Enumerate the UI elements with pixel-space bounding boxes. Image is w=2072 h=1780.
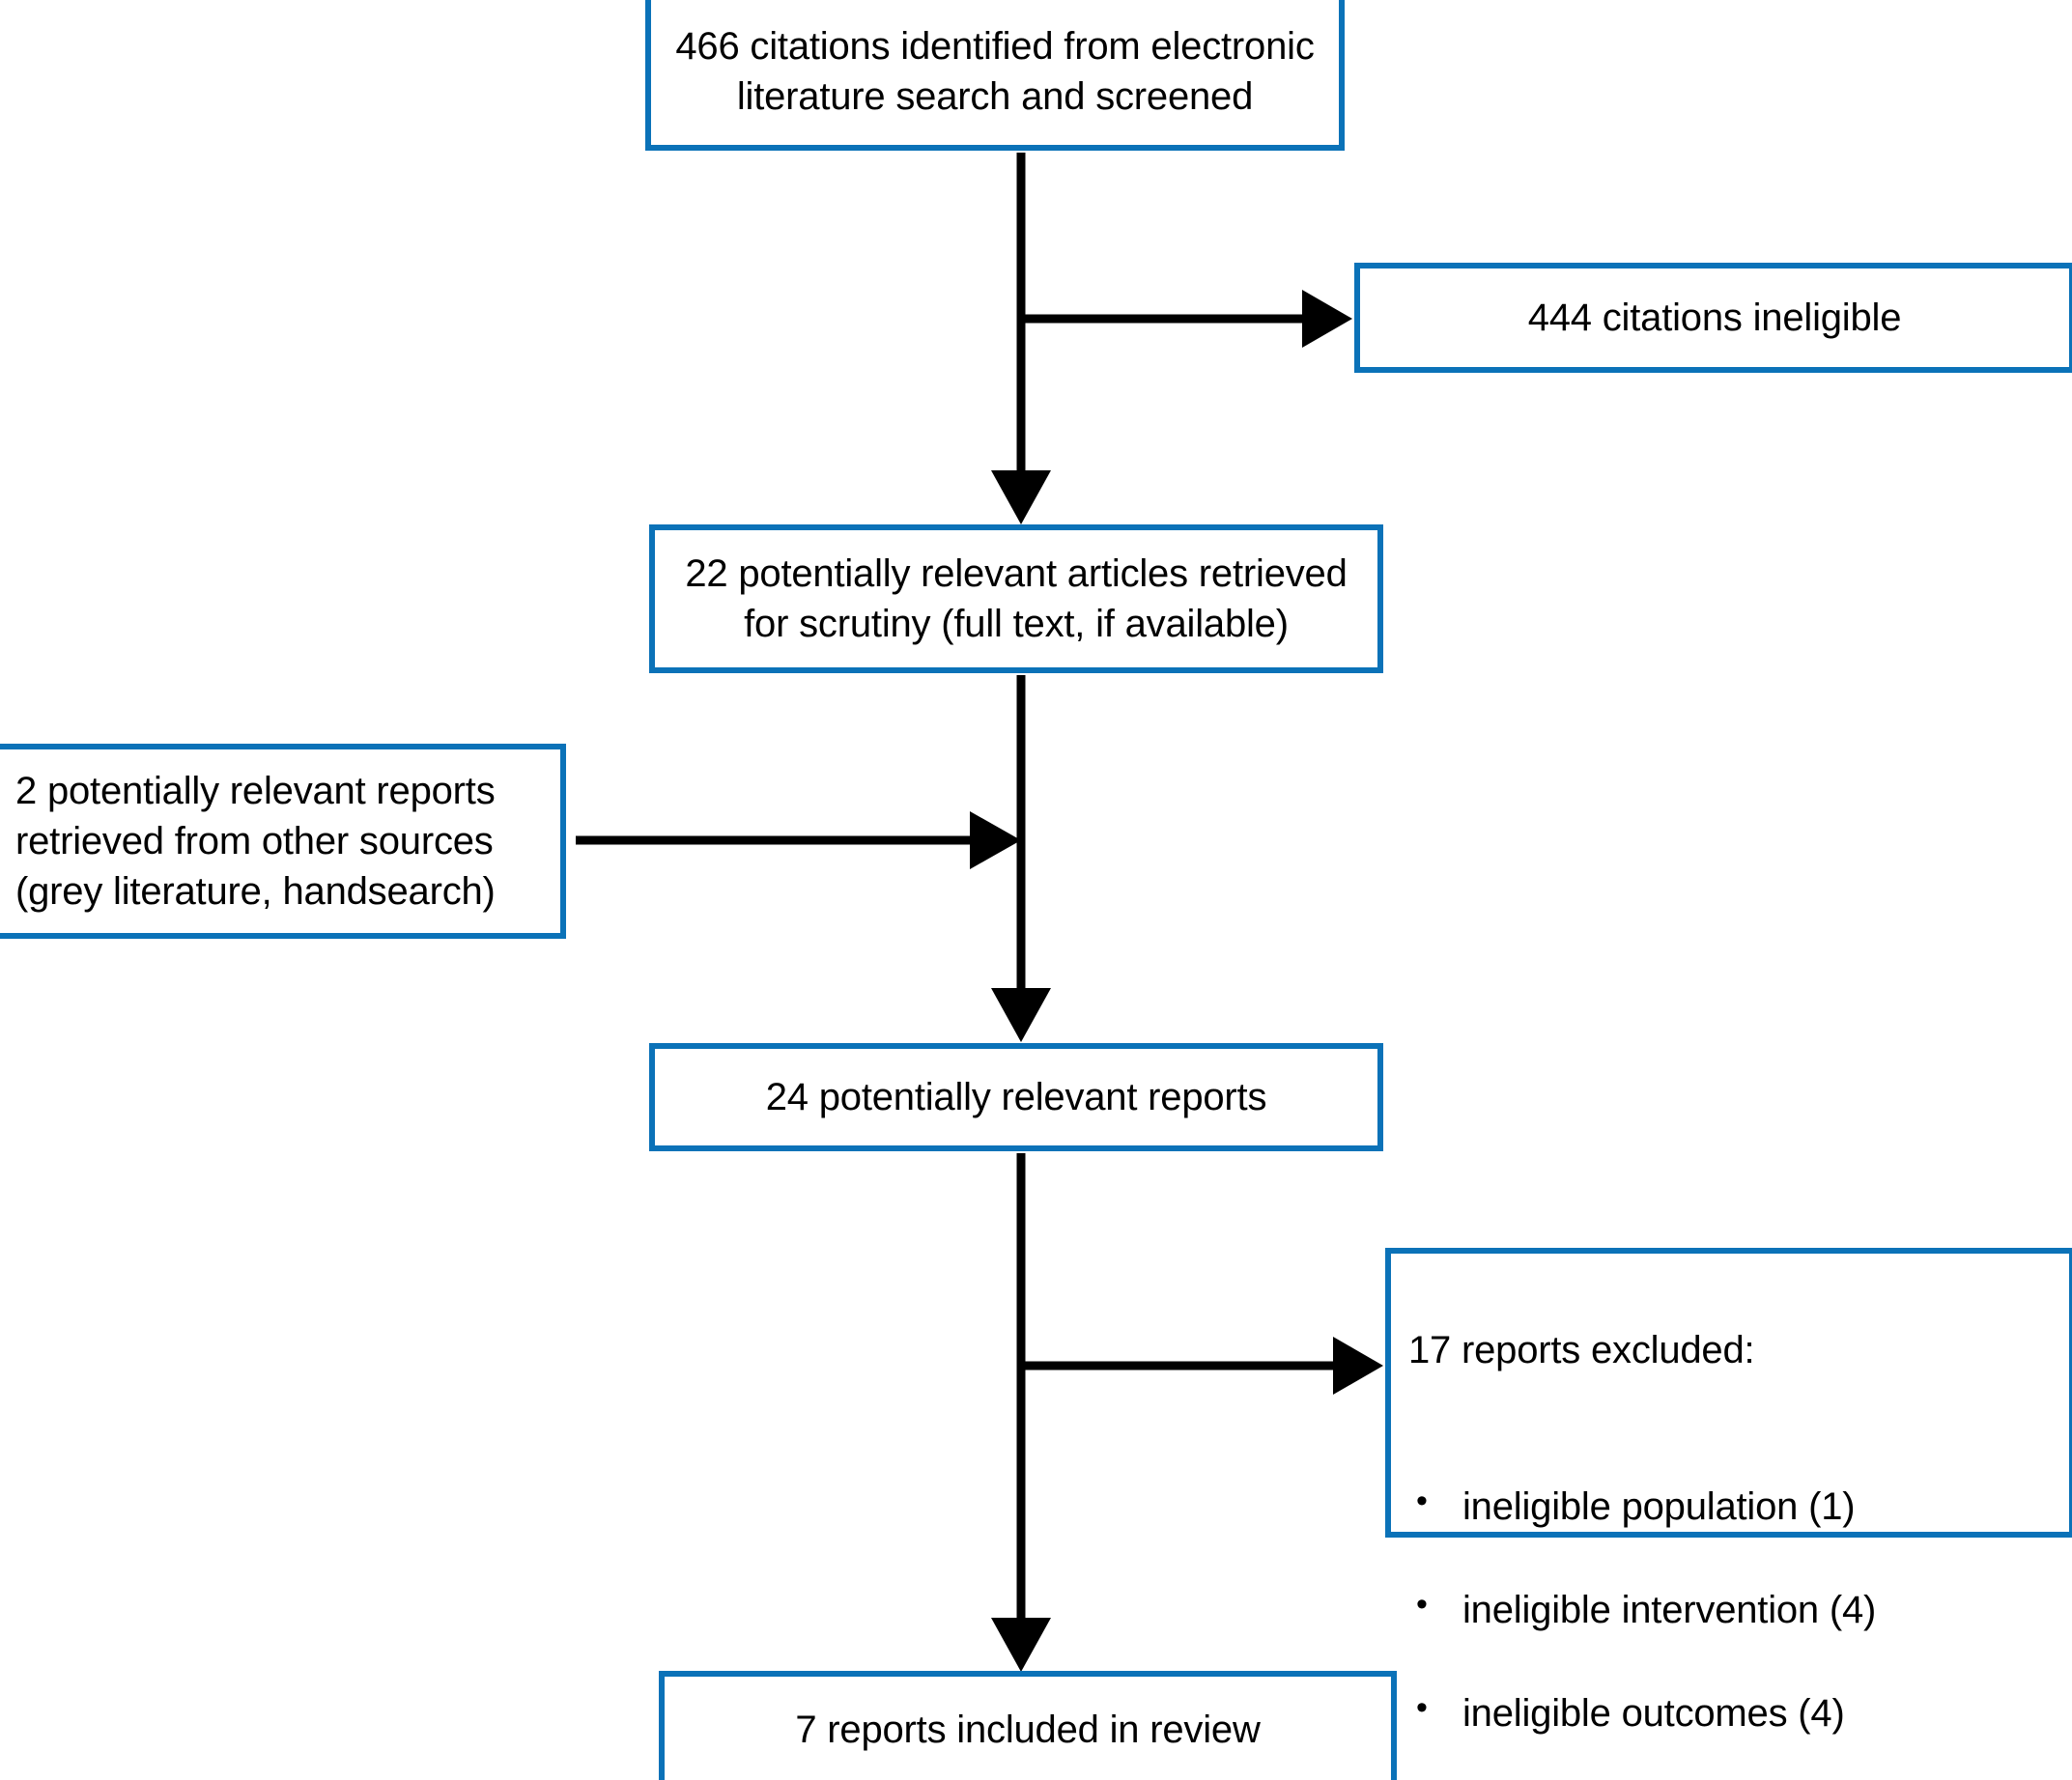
excluded-heading: 17 reports excluded: — [1408, 1329, 1755, 1371]
box-potentially-relevant-reports-text: 24 potentially relevant reports — [765, 1076, 1267, 1118]
box-citations-identified-text: 466 citations identified from electronic… — [675, 25, 1315, 118]
list-item: • ineligible outcomes (4) — [1408, 1688, 2052, 1738]
bullet-icon: • — [1416, 1689, 1428, 1726]
box-reports-included: 7 reports included in review — [659, 1671, 1397, 1780]
box-articles-retrieved: 22 potentially relevant articles retriev… — [649, 524, 1383, 673]
box-reports-other-sources: 2 potentially relevant reports retrieved… — [0, 744, 566, 939]
connector-other-sources-to-trunk — [576, 811, 1021, 869]
connector-relevant-to-included — [991, 1153, 1051, 1672]
box-reports-excluded-body: 17 reports excluded: • ineligible popula… — [1391, 1275, 2069, 1780]
box-reports-included-text: 7 reports included in review — [795, 1708, 1261, 1751]
box-potentially-relevant-reports: 24 potentially relevant reports — [649, 1043, 1383, 1151]
connector-relevant-to-excluded — [1021, 1337, 1383, 1395]
box-reports-other-sources-text: 2 potentially relevant reports retrieved… — [15, 770, 496, 913]
excluded-reason-list: • ineligible population (1) • ineligible… — [1408, 1431, 2052, 1780]
bullet-icon: • — [1416, 1586, 1428, 1623]
connector-retrieved-to-relevant — [991, 675, 1051, 1042]
box-citations-ineligible-text: 444 citations ineligible — [1527, 297, 1902, 339]
box-citations-identified: 466 citations identified from electronic… — [645, 0, 1345, 151]
connector-identified-to-ineligible — [1021, 290, 1352, 348]
box-articles-retrieved-text: 22 potentially relevant articles retriev… — [685, 552, 1348, 645]
bullet-icon: • — [1416, 1483, 1428, 1519]
connector-identified-to-retrieved — [991, 153, 1051, 524]
list-item: • ineligible population (1) — [1408, 1482, 2052, 1532]
box-reports-excluded: 17 reports excluded: • ineligible popula… — [1385, 1248, 2072, 1735]
excluded-reason-label: ineligible population (1) — [1462, 1485, 1856, 1528]
box-citations-ineligible: 444 citations ineligible — [1354, 263, 2072, 373]
list-item: • ineligible intervention (4) — [1408, 1585, 2052, 1635]
excluded-reason-label: ineligible intervention (4) — [1462, 1589, 1877, 1631]
excluded-reason-label: ineligible outcomes (4) — [1462, 1692, 1845, 1735]
